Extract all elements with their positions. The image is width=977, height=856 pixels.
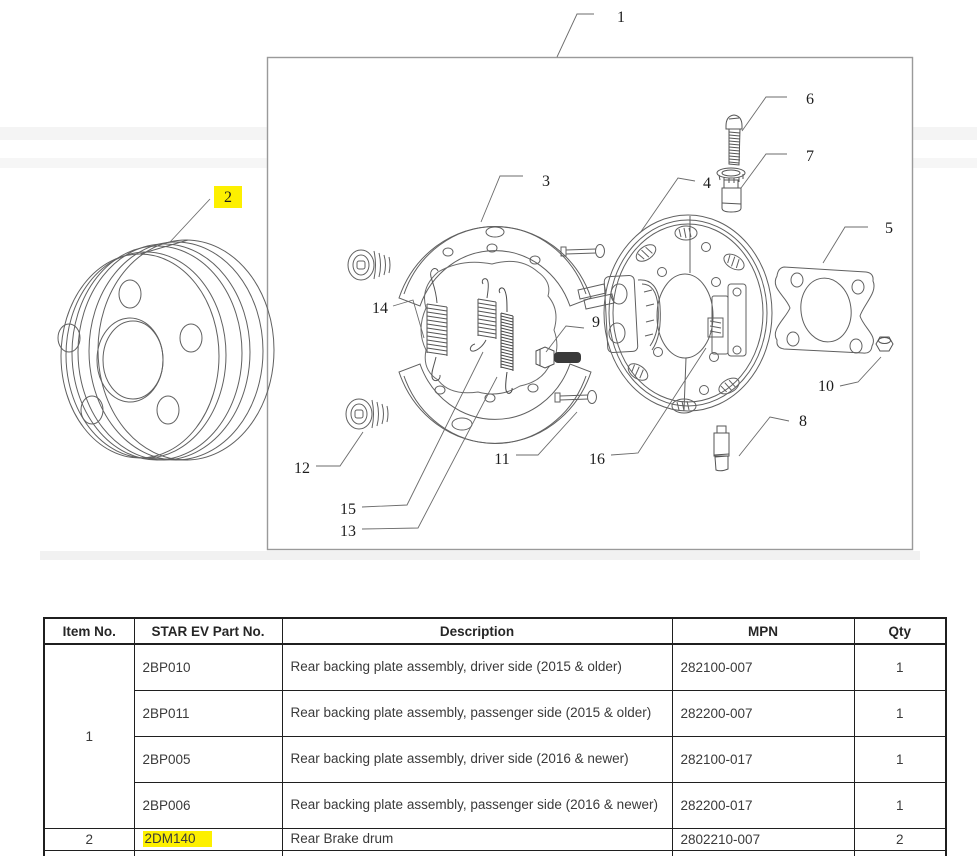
brake-assembly-drawing: 1 2 3 4 5 6 7 8 9 10 11 12 13 14 15 16 (0, 9, 977, 560)
mpn-cell: 282100-017 (671, 735, 855, 783)
drum-lug-hole (156, 395, 180, 425)
description-cell: Rear Brake drum (281, 827, 673, 851)
shoe-hold-pin-lower (554, 390, 597, 404)
shoe-hold-pin-upper (560, 244, 605, 258)
qty-cell: 1 (853, 781, 947, 829)
backing-plate (603, 214, 773, 414)
adjuster-plug-bottom (345, 398, 389, 430)
hex-bolt (535, 346, 581, 369)
mounting-gasket-plate (774, 266, 875, 354)
cylinder-plunger (713, 425, 730, 472)
return-spring-middle (469, 278, 497, 352)
callout-16: 16 (589, 451, 605, 468)
callout-leader-lines (169, 13, 882, 530)
col-header-mpn: MPN (671, 617, 855, 645)
table-row-brake-drum: 2 2DM140 Rear Brake drum 2802210-007 2 (43, 827, 947, 851)
callout-8: 8 (799, 413, 807, 430)
item-no-cell: 2 (43, 827, 135, 851)
callout-15: 15 (340, 501, 356, 518)
callout-12: 12 (294, 460, 310, 477)
qty-cell: 1 (853, 689, 947, 737)
col-header-qty: Qty (853, 617, 947, 645)
parts-table: Item No. STAR EV Part No. Description MP… (43, 617, 947, 856)
table-row-partial (43, 849, 947, 856)
col-header-item-no: Item No. (43, 617, 135, 645)
scan-artifact-band (40, 551, 920, 560)
description-cell: Rear backing plate assembly, passenger s… (281, 689, 673, 737)
adjuster-block (707, 317, 724, 338)
description-cell: Rear backing plate assembly, passenger s… (281, 781, 673, 829)
exploded-diagram: 1 2 3 4 5 6 7 8 9 10 11 12 13 14 15 16 (0, 9, 977, 560)
highlighted-part-number: 2DM140 (142, 831, 212, 847)
flanged-adjuster-cap (716, 167, 746, 213)
mpn-cell: 282100-007 (671, 643, 855, 691)
callout-6: 6 (806, 91, 814, 108)
description-cell: Rear backing plate assembly, driver side… (281, 643, 673, 691)
mpn-cell: 282200-017 (671, 781, 855, 829)
callout-4: 4 (703, 175, 711, 192)
drum-lug-hole (179, 323, 203, 353)
callout-13: 13 (340, 523, 356, 540)
callout-7: 7 (806, 148, 814, 165)
qty-cell: 1 (853, 643, 947, 691)
item-no-cell: 1 (43, 643, 135, 829)
table-row: 2BP006 Rear backing plate assembly, pass… (44, 781, 947, 829)
mpn-cell: 282200-007 (671, 689, 855, 737)
table-row: 1 2BP010 Rear backing plate assembly, dr… (43, 643, 947, 829)
assembly-boundary-box (266, 56, 914, 551)
brake-shoe-assembly (398, 226, 615, 444)
part-no-cell: 2BP005 (133, 735, 283, 783)
qty-cell: 1 (853, 735, 947, 783)
adjuster-plug-top (347, 249, 391, 281)
brake-drum (57, 239, 275, 461)
threaded-bolt (725, 114, 743, 166)
drum-lug-hole (57, 323, 81, 353)
callout-11: 11 (494, 451, 509, 468)
callout-10: 10 (818, 378, 834, 395)
part-no-cell: 2BP011 (133, 689, 283, 737)
part-no-cell: 2BP006 (133, 781, 283, 829)
callout-highlight (214, 186, 242, 208)
callout-9: 9 (592, 314, 600, 331)
header-row: Item No. STAR EV Part No. Description MP… (43, 617, 947, 645)
lock-nut (875, 336, 894, 352)
col-header-description: Description (281, 617, 673, 645)
table-row: 2BP011 Rear backing plate assembly, pass… (44, 689, 947, 737)
return-spring-long (426, 268, 448, 382)
callout-14: 14 (372, 300, 388, 317)
drum-lug-hole (118, 279, 142, 309)
part-no-cell: 2BP010 (133, 643, 283, 691)
callout-2: 2 (224, 189, 232, 206)
callout-2-highlighted: 2 (214, 186, 242, 208)
description-cell: Rear backing plate assembly, driver side… (281, 735, 673, 783)
mpn-cell: 2802210-007 (671, 827, 855, 851)
col-header-part-no: STAR EV Part No. (133, 617, 283, 645)
callout-5: 5 (885, 220, 893, 237)
parts-table-header: Item No. STAR EV Part No. Description MP… (43, 617, 947, 645)
drum-lug-hole (80, 395, 104, 425)
qty-cell: 2 (853, 827, 947, 851)
return-spring-right (498, 287, 514, 394)
table-row: 2BP005 Rear backing plate assembly, driv… (44, 735, 947, 783)
callout-3: 3 (542, 173, 550, 190)
part-no-cell: 2DM140 (133, 827, 283, 851)
callout-labels: 1 2 3 4 5 6 7 8 9 10 11 12 13 14 15 16 (214, 9, 893, 540)
callout-1: 1 (617, 9, 625, 26)
